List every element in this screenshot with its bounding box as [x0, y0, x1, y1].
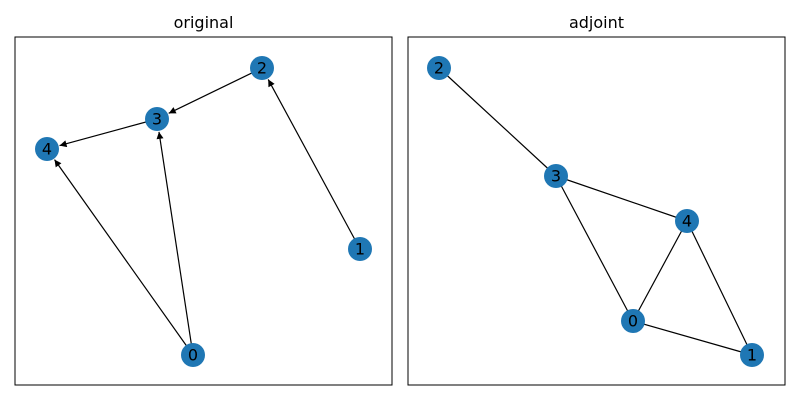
edge-adjoint-4-0 [632, 220, 688, 322]
edge-adjoint-3-4 [555, 175, 688, 222]
edges-adjoint [438, 67, 753, 356]
edges-original [54, 67, 361, 356]
node-adjoint-4 [675, 209, 699, 233]
node-original-0 [181, 343, 205, 367]
edge-original-0-3 [156, 131, 194, 356]
node-original-3 [145, 107, 169, 131]
node-original-1 [348, 237, 372, 261]
node-label-original-1: 1 [355, 240, 365, 259]
node-adjoint-2 [427, 56, 451, 80]
edge-original-2-3 [168, 67, 263, 114]
edge-adjoint-2-3 [438, 67, 557, 177]
node-label-adjoint-0: 0 [628, 312, 638, 331]
node-adjoint-1 [740, 343, 764, 367]
node-label-adjoint-4: 4 [682, 212, 692, 231]
node-adjoint-3 [544, 164, 568, 188]
edge-original-0-4 [54, 159, 194, 356]
panel-adjoint-frame [407, 36, 786, 386]
node-adjoint-0 [621, 309, 645, 333]
edge-original-1-2 [267, 79, 361, 250]
nodes-original: 0 1 2 3 4 [35, 56, 372, 367]
panel-adjoint: adjoint 0 1 2 3 4 [407, 13, 786, 386]
panel-original-frame [14, 36, 393, 386]
node-original-4 [35, 137, 59, 161]
node-label-original-2: 2 [257, 59, 267, 78]
node-label-adjoint-3: 3 [551, 167, 561, 186]
edge-adjoint-0-1 [632, 320, 753, 356]
panel-original-title: original [174, 13, 234, 32]
node-label-adjoint-1: 1 [747, 346, 757, 365]
nodes-adjoint: 0 1 2 3 4 [427, 56, 764, 367]
node-original-2 [250, 56, 274, 80]
node-label-original-0: 0 [188, 346, 198, 365]
node-label-adjoint-2: 2 [434, 59, 444, 78]
node-label-original-3: 3 [152, 110, 162, 129]
panel-original: original 0 1 2 3 4 [14, 13, 393, 386]
edge-adjoint-3-0 [555, 175, 634, 322]
edge-original-3-4 [59, 118, 158, 148]
edge-adjoint-4-1 [686, 220, 753, 356]
panel-adjoint-title: adjoint [569, 13, 624, 32]
node-label-original-4: 4 [42, 140, 52, 159]
